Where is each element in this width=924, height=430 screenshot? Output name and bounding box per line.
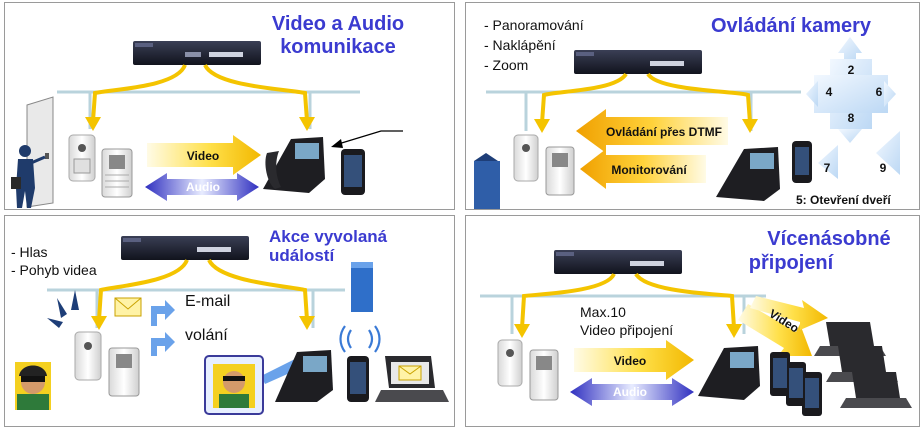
panel3-title-line2: událostí [269, 246, 334, 265]
email-label: E-mail [185, 292, 230, 311]
max-connections-line1: Max.10 [580, 304, 626, 321]
smartphone-icon [792, 141, 812, 183]
pbx-server-icon [574, 50, 702, 74]
panel1-title-line1: Video a Audio [263, 13, 413, 35]
panel1-title-line2: komunikace [263, 36, 413, 58]
feature-tilt: - Naklápění [484, 37, 556, 54]
key-2: 2 [844, 63, 858, 77]
trigger-motion: - Pohyb videa [11, 262, 97, 279]
key-6: 6 [872, 85, 886, 99]
email-icon [115, 298, 141, 316]
video-label: Video [590, 354, 670, 368]
burglar-icon [15, 362, 51, 410]
key-7: 7 [820, 161, 834, 175]
pbx-server-icon [121, 236, 249, 260]
email-arrow [151, 300, 175, 326]
smartphone-icon [347, 356, 369, 402]
door-phone-icon [69, 135, 95, 181]
panel3-title-line1: Akce vyvolaná [269, 227, 387, 246]
feature-pan: - Panoramování [484, 17, 584, 34]
keypad-direction-icon [806, 37, 900, 179]
panel4-title-line1: Vícenásobné [744, 228, 914, 250]
alert-icon [47, 290, 79, 328]
key-8: 8 [844, 111, 858, 125]
pbx-server-icon [554, 250, 682, 274]
ip-desk-phone-icon [275, 350, 333, 402]
pbx-server-icon [133, 41, 261, 65]
ip-desk-phone-icon [263, 137, 325, 193]
smartphone-group-icon [770, 352, 822, 416]
camera-door-unit-icon [530, 350, 558, 400]
key-4: 4 [822, 85, 836, 99]
dtmf-label: Ovládání přes DTMF [594, 125, 734, 139]
door-phone-icon [498, 340, 522, 386]
open-door-icon [474, 153, 500, 209]
laptop-group-icon [814, 322, 912, 408]
wifi-icon [341, 326, 380, 352]
audio-label: Audio [163, 180, 243, 194]
video-label: Video [163, 149, 243, 163]
storage-server-icon [351, 262, 373, 312]
camera-door-unit-icon [546, 147, 574, 195]
door-note: 5: Otevření dveří [796, 193, 914, 207]
laptop-email-icon [375, 356, 449, 402]
panel2-title: Ovládání kamery [691, 15, 891, 37]
call-arrow [151, 332, 175, 356]
visitor-at-door-icon [11, 97, 53, 208]
panel3-diagram [5, 216, 456, 428]
panel4-title-line2: připojení [736, 252, 846, 274]
call-label: volání [185, 326, 228, 345]
trigger-voice: - Hlas [11, 244, 48, 261]
door-phone-icon [514, 135, 538, 181]
door-phone-icon [75, 332, 101, 380]
ip-desk-phone-icon [716, 147, 780, 201]
camera-door-unit-icon [109, 348, 139, 396]
panel-camera-control: Ovládání kamery - Panoramování - Naklápě… [465, 2, 920, 210]
monitor-label: Monitorování [594, 163, 704, 177]
camera-door-unit-icon [102, 149, 132, 197]
panel-multiple-connection: Vícenásobné připojení Max.10 Video připo… [465, 215, 920, 427]
feature-zoom: - Zoom [484, 57, 528, 74]
smartphone-icon [341, 149, 365, 195]
ip-desk-phone-icon [698, 346, 760, 400]
panel-video-audio: Video a Audio komunikace Video Audio [4, 2, 455, 210]
panel-event-action: Akce vyvolaná událostí - Hlas - Pohyb vi… [4, 215, 455, 427]
audio-label: Audio [590, 385, 670, 399]
key-9: 9 [876, 161, 890, 175]
max-connections-line2: Video připojení [580, 322, 673, 339]
